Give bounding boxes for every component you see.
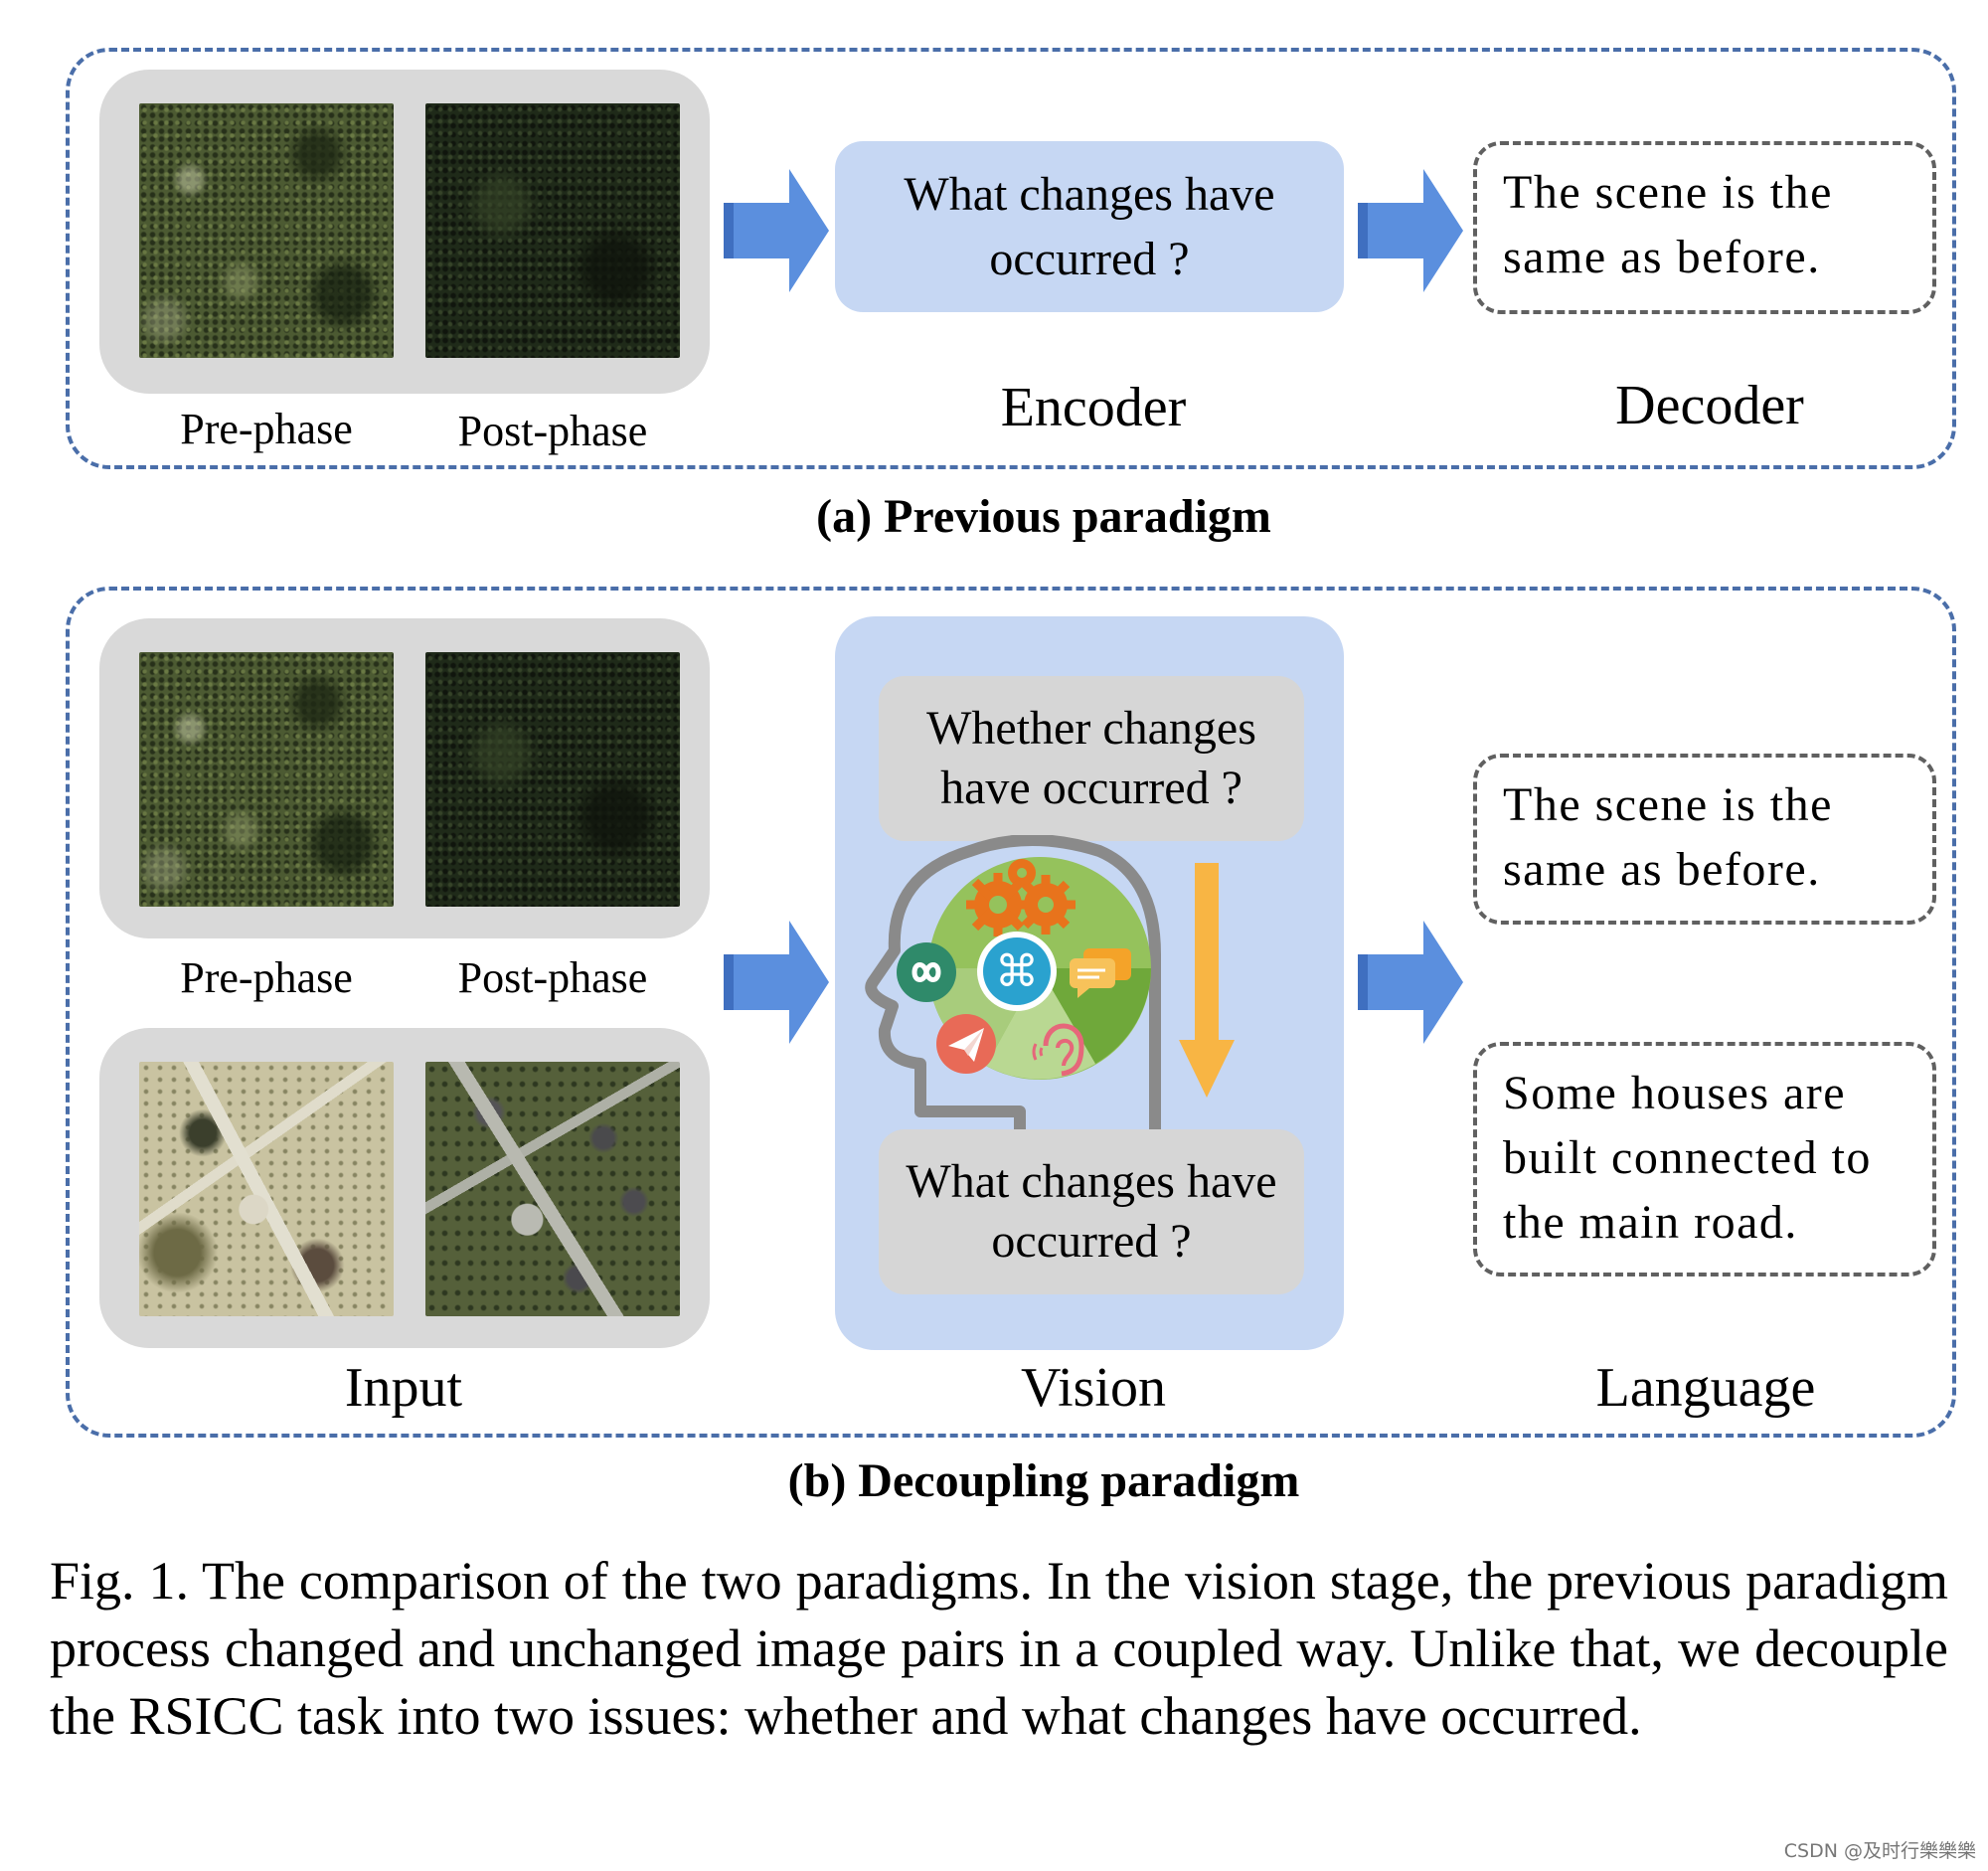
decoder-output-box: The scene is the same as before. <box>1473 141 1936 314</box>
infinity-icon <box>897 942 956 1002</box>
what-question-box: What changes have occurred ? <box>879 1129 1304 1294</box>
encoder-question: What changes have occurred ? <box>904 168 1275 285</box>
vision-label: Vision <box>1021 1357 1166 1419</box>
svg-text:⌘: ⌘ <box>995 946 1039 997</box>
whether-question-box: Whether changes have occurred ? <box>879 676 1304 841</box>
language-output-unchanged: The scene is the same as before. <box>1473 754 1936 925</box>
arrow-right-icon <box>1358 169 1463 292</box>
language-label: Language <box>1595 1357 1816 1419</box>
post-phase-image-changed <box>425 1062 680 1316</box>
decoder-label: Decoder <box>1615 375 1804 436</box>
pre-phase-image-unchanged <box>139 652 394 907</box>
pre-phase-image-changed <box>139 1062 394 1316</box>
panel-b-title: (b) Decoupling paradigm <box>787 1454 1300 1507</box>
pre-phase-label: Pre-phase <box>180 405 353 453</box>
post-phase-label: Post-phase <box>457 407 648 455</box>
input-label: Input <box>344 1357 463 1419</box>
chat-icon <box>1070 948 1131 998</box>
arrow-right-icon <box>1358 921 1463 1044</box>
arrow-right-icon <box>724 169 829 292</box>
arrow-right-icon <box>724 921 829 1044</box>
pre-phase-label: Pre-phase <box>180 953 353 1002</box>
gears-icon <box>966 859 1076 936</box>
encoder-box <box>835 141 1344 312</box>
panel-decoupling-paradigm <box>66 587 1956 1438</box>
arrow-down-icon <box>1179 863 1235 1098</box>
pre-phase-image <box>139 103 394 358</box>
paper-plane-icon <box>936 1014 996 1074</box>
ear-icon <box>1032 1023 1084 1077</box>
command-icon: ⌘ <box>977 932 1057 1011</box>
watermark: CSDN @及时行樂樂樂 <box>1783 1840 1976 1862</box>
post-phase-image-unchanged <box>425 652 680 907</box>
language-output-changed: Some houses are built connected to the m… <box>1473 1042 1936 1276</box>
figure-caption: Fig. 1. The comparison of the two paradi… <box>50 1551 1948 1746</box>
post-phase-image <box>425 103 680 358</box>
post-phase-label: Post-phase <box>457 953 648 1002</box>
panel-a-title: (a) Previous paradigm <box>816 490 1271 543</box>
encoder-label: Encoder <box>1000 377 1187 438</box>
panel-previous-paradigm <box>66 48 1956 469</box>
head-outline-icon <box>865 835 1161 1133</box>
